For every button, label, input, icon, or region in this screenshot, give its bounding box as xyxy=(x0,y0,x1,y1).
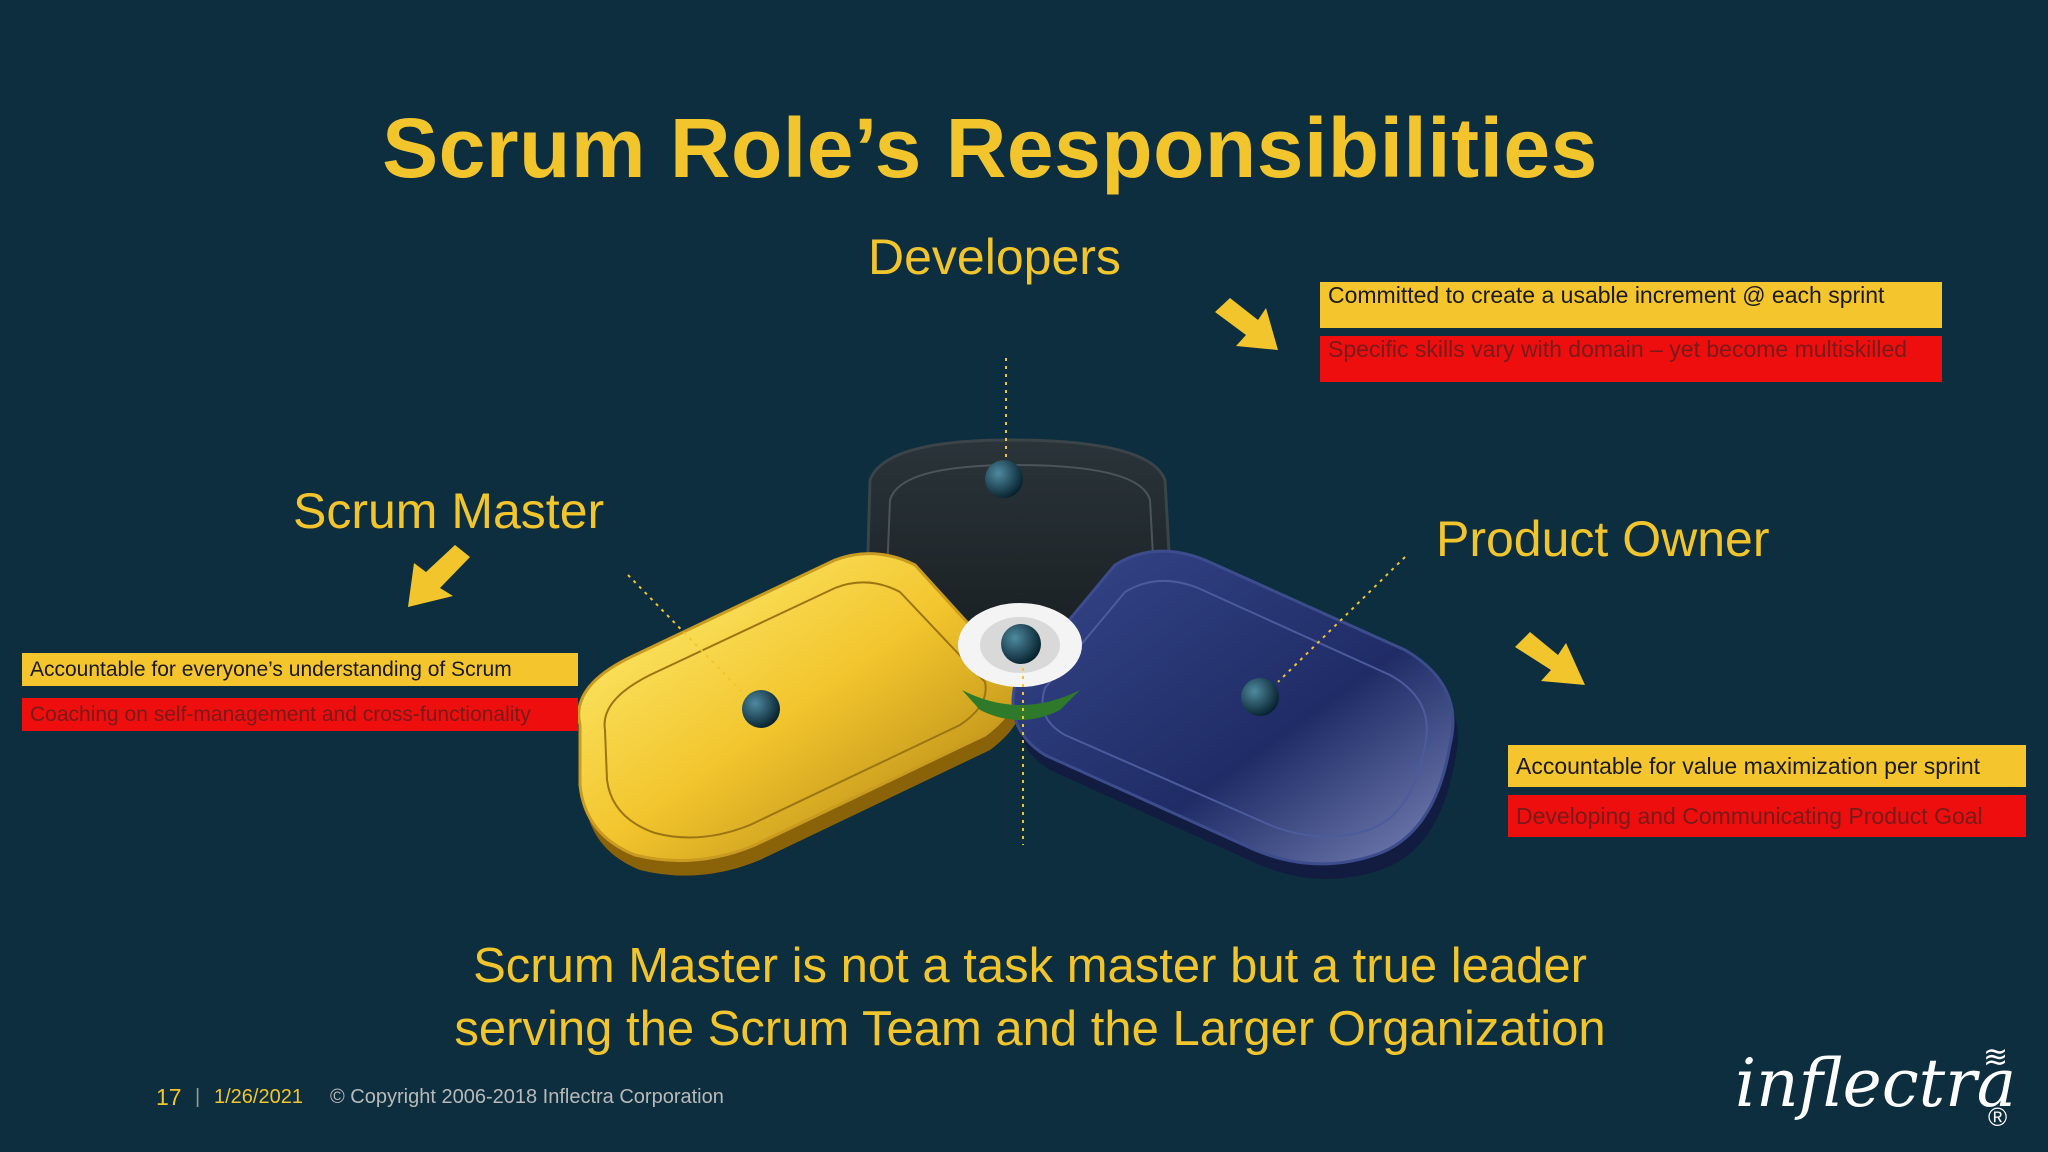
product-owner-label: Product Owner xyxy=(1436,511,1770,567)
arrow-down-right-icon xyxy=(1515,632,1585,685)
developers-item-2: Specific skills vary with domain – yet b… xyxy=(1320,336,1942,382)
leader-lines xyxy=(627,358,1406,845)
footer-copyright: © Copyright 2006-2018 Inflectra Corporat… xyxy=(330,1086,724,1108)
tagline-line-2: serving the Scrum Team and the Larger Or… xyxy=(454,1002,1606,1056)
scrum-master-label: Scrum Master xyxy=(293,483,605,539)
page-number: 17 xyxy=(156,1084,182,1110)
inflectra-logo: inflectra xyxy=(1735,1045,2017,1122)
developers-dot xyxy=(985,460,1023,498)
scrum-master-dot xyxy=(742,690,780,728)
footer-date: 1/26/2021 xyxy=(214,1086,303,1108)
product-owner-item-2: Developing and Communicating Product Goa… xyxy=(1508,795,2026,837)
tagline-line-1: Scrum Master is not a task master but a … xyxy=(473,939,1587,993)
tagline: Scrum Master is not a task master but a … xyxy=(0,935,2048,1061)
registered-mark: ® xyxy=(1988,1102,2008,1132)
logo-wave-icon: ≋ xyxy=(1983,1041,2009,1074)
developers-label: Developers xyxy=(868,229,1121,285)
product-owner-dot xyxy=(1241,678,1279,716)
arrow-down-left-icon xyxy=(408,545,470,607)
arrow-down-right-icon xyxy=(1215,298,1278,350)
developers-item-1: Committed to create a usable increment @… xyxy=(1320,282,1942,328)
footer-separator: | xyxy=(195,1086,201,1108)
center-hub xyxy=(958,603,1082,720)
scrum-master-item-2: Coaching on self-management and cross-fu… xyxy=(22,698,578,731)
product-owner-item-1: Accountable for value maximization per s… xyxy=(1508,745,2026,787)
slide-title: Scrum Role’s Responsibilities xyxy=(382,101,1598,195)
product-owner-pad xyxy=(1011,549,1458,879)
scrum-master-item-1: Accountable for everyone’s understanding… xyxy=(22,653,578,686)
scrum-master-pad xyxy=(577,552,1022,876)
